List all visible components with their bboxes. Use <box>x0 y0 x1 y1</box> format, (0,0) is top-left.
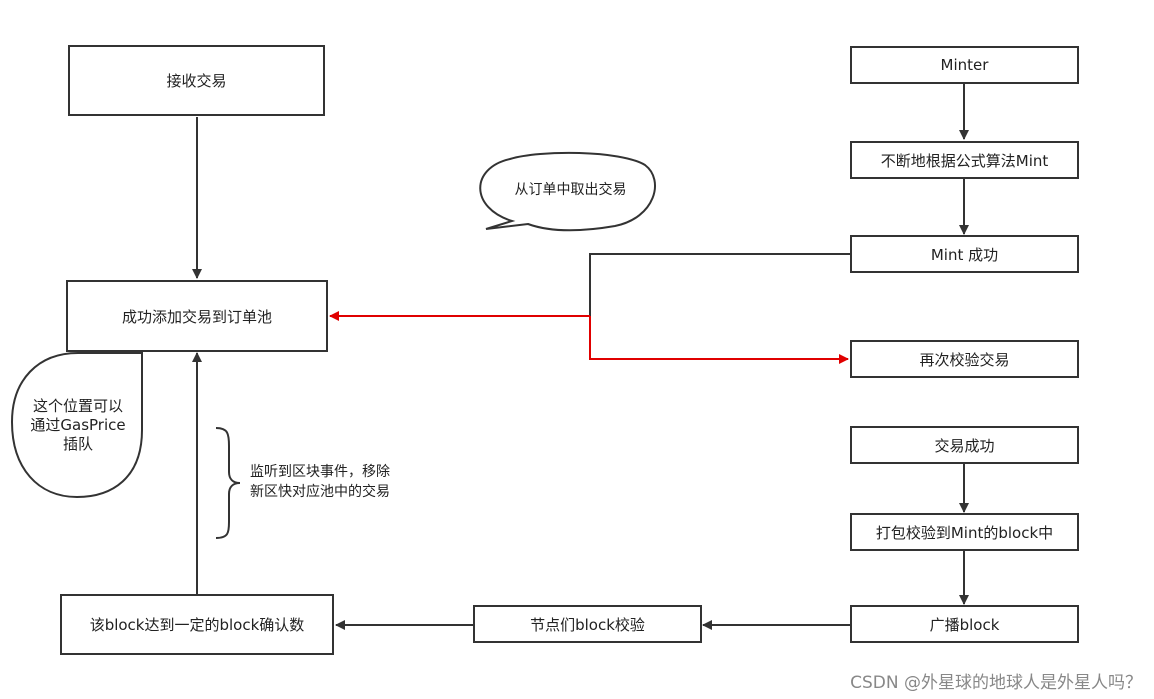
node-block-confirmations: 该block达到一定的block确认数 <box>60 594 334 655</box>
node-mint-success-label: Mint 成功 <box>930 245 999 264</box>
node-tx-success-label: 交易成功 <box>934 436 995 455</box>
node-nodes-verify: 节点们block校验 <box>473 605 702 643</box>
brace-note: 监听到区块事件，移除 新区快对应池中的交易 <box>250 462 450 502</box>
node-add-pool-label: 成功添加交易到订单池 <box>121 307 272 326</box>
callout-gasprice-text: 这个位置可以 通过GasPrice 插队 <box>14 397 142 454</box>
node-broadcast: 广播block <box>850 605 1079 643</box>
watermark: CSDN @外星球的地球人是外星人吗？ <box>850 673 1142 693</box>
speech-bubble-take-out <box>479 151 656 232</box>
node-add-to-pool: 成功添加交易到订单池 <box>66 280 328 352</box>
callout-gas-line1: 这个位置可以 <box>32 397 123 415</box>
node-pack-block: 打包校验到Mint的block中 <box>850 513 1079 551</box>
node-mint-loop: 不断地根据公式算法Mint <box>850 141 1079 179</box>
node-broadcast-label: 广播block <box>929 615 1000 634</box>
node-receive-label: 接收交易 <box>166 72 227 90</box>
brace-note-line2: 新区快对应池中的交易 <box>250 484 390 500</box>
node-reverify-label: 再次校验交易 <box>919 350 1010 369</box>
node-confirm-label: 该block达到一定的block确认数 <box>89 616 305 634</box>
callout-gas-line3: 插队 <box>62 435 93 453</box>
node-mint-loop-label: 不断地根据公式算法Mint <box>880 151 1049 170</box>
node-reverify: 再次校验交易 <box>850 340 1079 378</box>
callout-gas-line2: 通过GasPrice <box>30 416 126 434</box>
node-nodes-verify-label: 节点们block校验 <box>530 615 645 634</box>
node-minter: Minter <box>850 46 1079 84</box>
connector-mint-branch <box>589 253 850 316</box>
node-receive-transaction: 接收交易 <box>68 45 325 116</box>
callout-gasprice <box>10 352 143 499</box>
arrow-red-to-reverify <box>589 316 849 364</box>
node-pack-label: 打包校验到Mint的block中 <box>875 523 1054 542</box>
brace-symbol <box>215 427 241 539</box>
speech-bubble-text: 从订单中取出交易 <box>514 182 627 198</box>
node-tx-success: 交易成功 <box>850 426 1079 464</box>
node-mint-success: Mint 成功 <box>850 235 1079 273</box>
brace-note-line1: 监听到区块事件，移除 <box>250 464 390 480</box>
node-minter-label: Minter <box>940 56 989 74</box>
